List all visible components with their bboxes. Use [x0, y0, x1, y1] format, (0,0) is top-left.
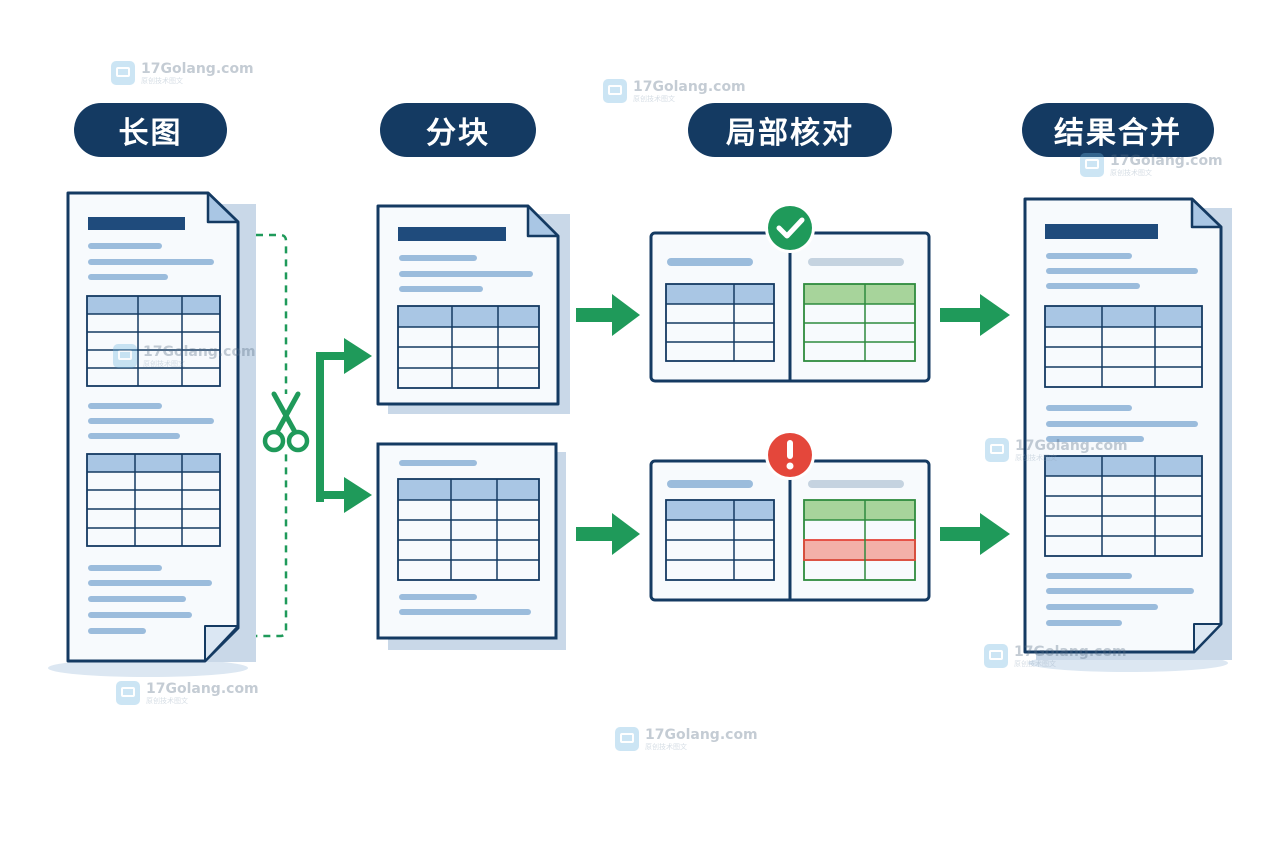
watermark-subtitle: 原创技术图文 [1110, 168, 1152, 177]
watermark-site: 17Golang.com [143, 343, 256, 360]
chunk-document-2 [376, 442, 566, 650]
watermark-logo-icon [984, 644, 1008, 668]
stage-title-long-image: 长图 [74, 103, 227, 157]
exclamation-circle-icon [765, 430, 815, 480]
arrow-right-icon [940, 513, 1010, 555]
arrow-right-icon [576, 294, 640, 336]
merged-document [1023, 197, 1232, 672]
watermark-subtitle: 原创技术图文 [1014, 659, 1056, 668]
arrow-right-icon [940, 294, 1010, 336]
stage-title-chunking: 分块 [380, 103, 536, 157]
watermark-logo-icon [985, 438, 1009, 462]
watermark-subtitle: 原创技术图文 [645, 742, 687, 751]
watermark-subtitle: 原创技术图文 [633, 94, 675, 103]
check-panel-ok [649, 231, 931, 383]
watermark-subtitle: 原创技术图文 [143, 359, 185, 368]
check-panel-error [649, 459, 931, 602]
watermark-site: 17Golang.com [633, 78, 746, 95]
watermark-logo-icon [116, 681, 140, 705]
watermark-logo-icon [603, 79, 627, 103]
watermark-site: 17Golang.com [645, 726, 758, 743]
watermark-logo-icon [1080, 153, 1104, 177]
chunk-document-1 [376, 204, 570, 414]
watermark-site: 17Golang.com [1015, 437, 1128, 454]
watermark-site: 17Golang.com [1014, 643, 1127, 660]
watermark-site: 17Golang.com [1110, 152, 1223, 169]
check-circle-icon [765, 203, 815, 253]
watermark-logo-icon [113, 344, 137, 368]
watermark-site: 17Golang.com [146, 680, 259, 697]
long-image-document [48, 191, 256, 677]
stage-title-local-check: 局部核对 [688, 103, 892, 157]
watermark-subtitle: 原创技术图文 [146, 696, 188, 705]
watermark-logo-icon [615, 727, 639, 751]
watermark-subtitle: 原创技术图文 [141, 76, 183, 85]
split-arrow [316, 338, 372, 513]
stage-title-merge-result: 结果合并 [1022, 103, 1214, 157]
watermark-site: 17Golang.com [141, 60, 254, 77]
scissors-icon [262, 391, 310, 454]
arrow-right-icon [576, 513, 640, 555]
watermark-logo-icon [111, 61, 135, 85]
watermark-subtitle: 原创技术图文 [1015, 453, 1057, 462]
